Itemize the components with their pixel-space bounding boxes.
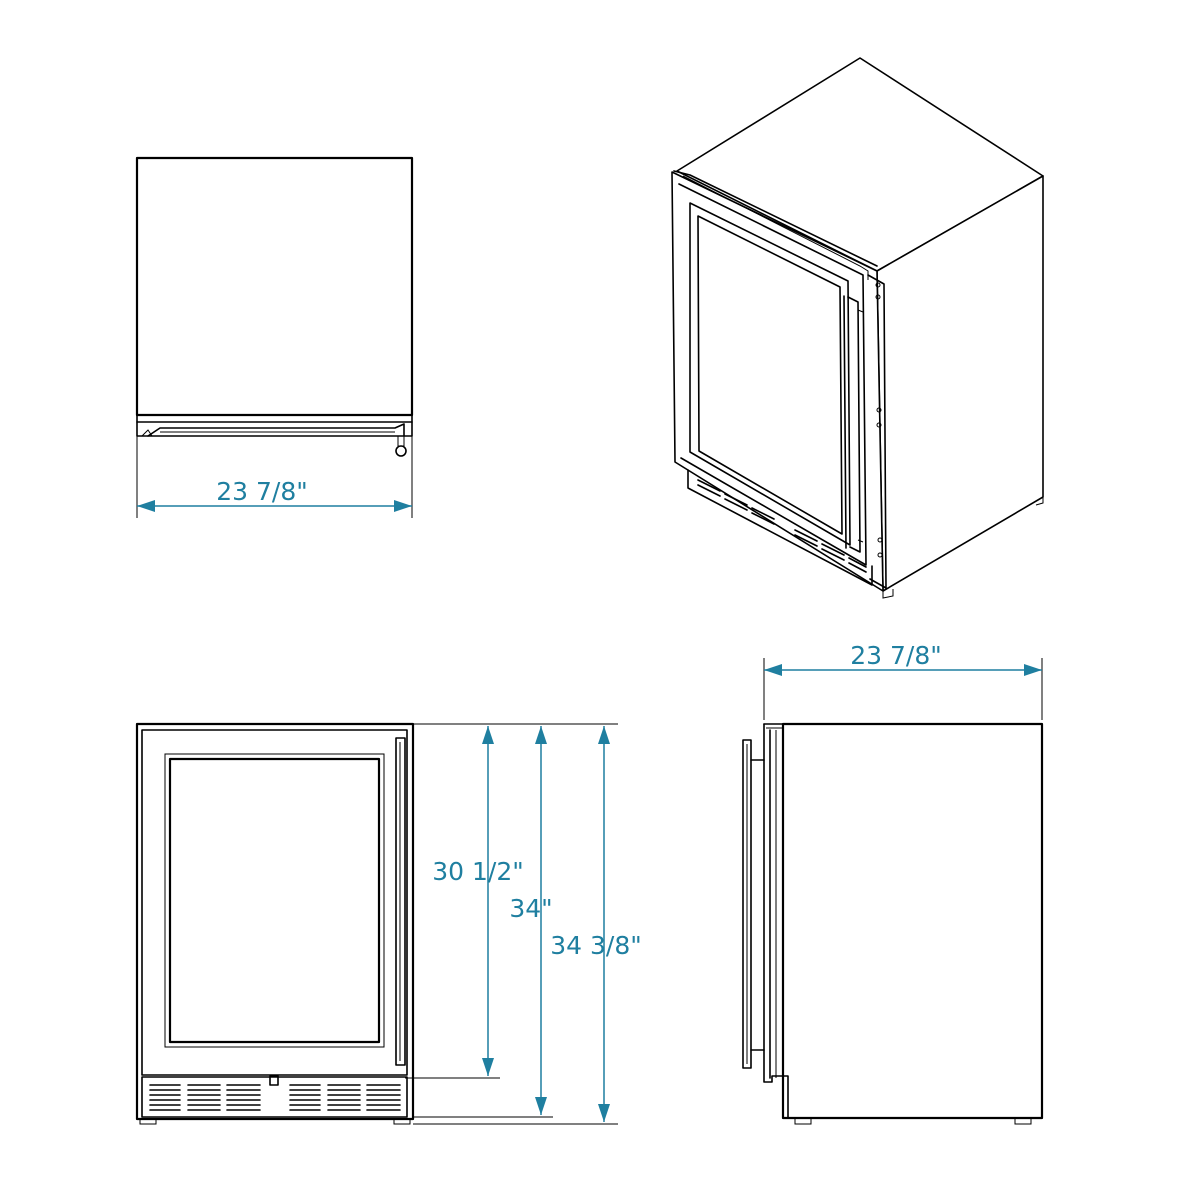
side-door-edge	[763, 723, 784, 1083]
height-cabinet-label: 30 1/2"	[432, 857, 524, 886]
front-door-handle	[395, 737, 406, 1066]
iso-glass-panel	[697, 215, 843, 535]
iso-door-handle	[847, 296, 861, 553]
side-view	[742, 658, 1044, 1125]
top-view	[135, 156, 414, 518]
iso-door-frame	[689, 202, 851, 546]
front-view-outline	[135, 722, 415, 1121]
side-depth-dimension: 23 7/8"	[764, 641, 1042, 676]
front-view	[135, 722, 618, 1125]
side-view-outline	[781, 722, 1044, 1120]
top-view-handle	[147, 423, 405, 437]
front-bottom-grille	[141, 1076, 408, 1118]
iso-bottom-grille	[687, 469, 873, 586]
side-door-handle	[742, 739, 752, 1069]
top-width-label: 23 7/8"	[216, 477, 308, 506]
isometric-view	[671, 57, 1044, 599]
side-depth-label: 23 7/8"	[850, 641, 942, 670]
front-glass-panel	[168, 757, 381, 1044]
top-width-dimension: 23 7/8"	[137, 477, 412, 512]
height-max-label: 34 3/8"	[550, 931, 642, 960]
top-view-outline	[135, 156, 414, 417]
front-height-dimensions: 30 1/2" 34" 34 3/8"	[432, 726, 642, 1122]
height-min-label: 34"	[509, 894, 552, 923]
